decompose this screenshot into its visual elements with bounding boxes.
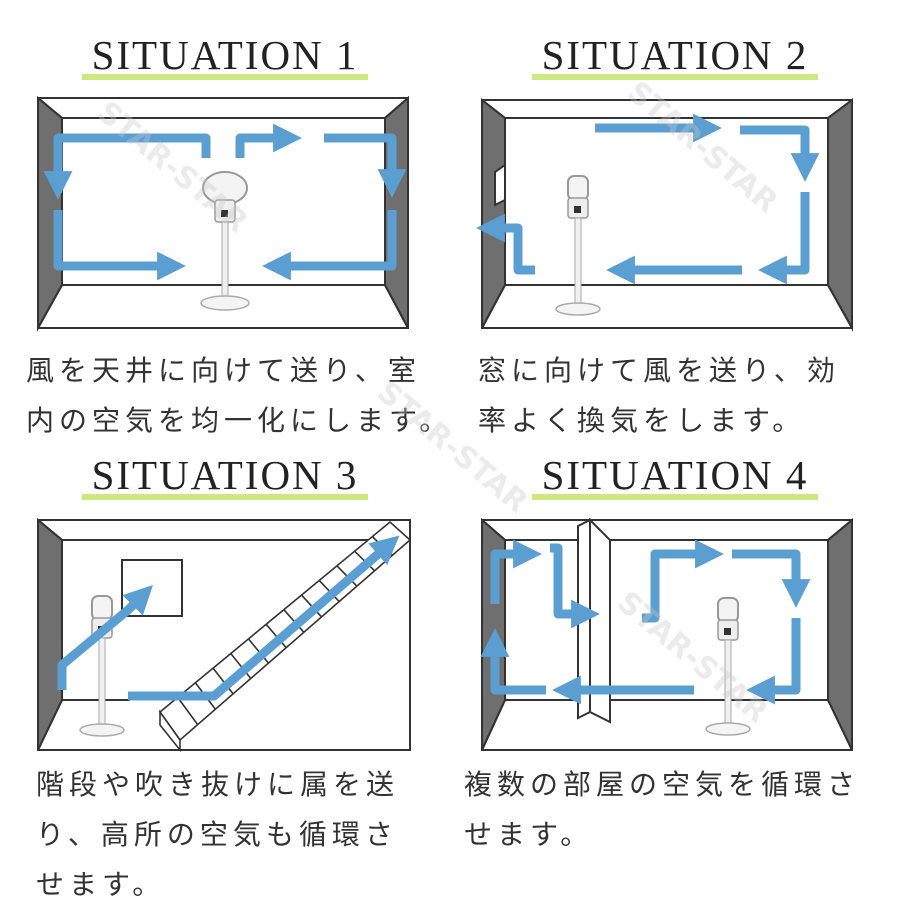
stair-step <box>265 623 287 649</box>
situation-2-panel: SITUATION 2 窓に向けて風を送り、効 <box>450 0 900 450</box>
airflow-arrows <box>480 539 811 705</box>
airflow-arrow <box>43 133 211 200</box>
airflow-arrow <box>235 123 302 158</box>
airflow-arrow <box>758 192 810 285</box>
window <box>121 559 183 617</box>
situation-1-panel: SITUATION 1 風を天井に向けて送り、室 <box>0 0 450 450</box>
airflow-arrow <box>642 539 724 623</box>
airflow-arrows <box>43 123 407 281</box>
airflow-arrow <box>480 628 546 695</box>
airflow-arrow <box>324 133 407 198</box>
airflow-arrow <box>53 210 186 281</box>
circulator-fan <box>705 597 751 736</box>
situation-3-diagram <box>37 517 412 753</box>
stair-step <box>212 667 234 695</box>
stair-step <box>247 638 270 664</box>
airflow-arrow <box>740 125 820 182</box>
circulator-fan <box>200 171 250 311</box>
situation-4-diagram <box>480 517 853 751</box>
room-walls <box>37 517 411 751</box>
airflow-arrow <box>490 539 542 604</box>
situation-2-diagram <box>476 97 853 332</box>
airflow-arrow <box>746 618 801 705</box>
airflow-arrow <box>128 535 400 701</box>
airflow-arrows <box>57 535 400 701</box>
situation-3-title: SITUATION 3 <box>0 450 450 500</box>
circulator-fan <box>555 175 601 316</box>
airflow-arrow <box>57 584 154 690</box>
situation-2-title: SITUATION 2 <box>450 30 900 80</box>
airflow-arrow <box>732 549 811 608</box>
airflow-arrow <box>550 543 600 629</box>
situation-1-diagram <box>37 95 409 332</box>
airflow-arrows <box>476 113 820 285</box>
stair-step <box>177 696 199 726</box>
situation-1-title: SITUATION 1 <box>0 30 450 80</box>
situation-1-caption: 風を天井に向けて送り、室 内の空気を均一化にします。 <box>26 354 453 437</box>
situation-2-caption: 窓に向けて風を送り、効 率よく換気をします。 <box>478 354 840 437</box>
situation-3-panel: SITUATION 3 階段や吹き抜けに <box>0 450 450 901</box>
situation-4-caption: 複数の部屋の空気を循環さ せます。 <box>464 768 861 851</box>
airflow-arrow <box>476 213 535 275</box>
stair-step <box>230 653 252 679</box>
situation-4-panel: SITUATION 4 <box>450 450 900 900</box>
airflow-arrow <box>262 210 397 281</box>
situation-3-caption: 階段や吹き抜けに属を送 り、高所の空気も循環さ せます。 <box>36 768 400 901</box>
situation-4-title: SITUATION 4 <box>450 450 900 500</box>
